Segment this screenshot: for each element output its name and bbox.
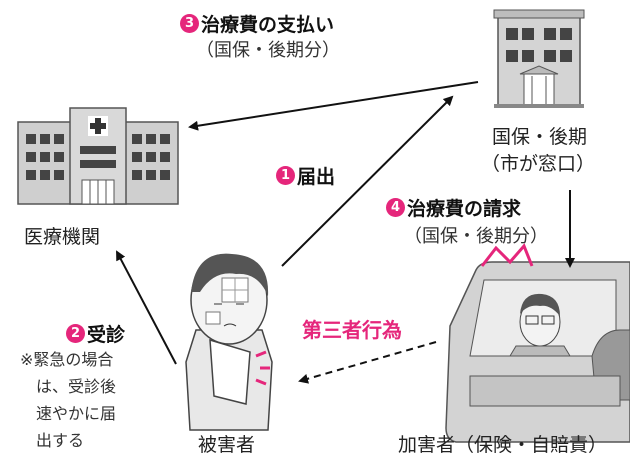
offender-label: 加害者（保険・自賠責） (398, 434, 608, 456)
step4-title: 4 治療費の請求 (386, 194, 521, 221)
emergency-note: ※緊急の場合 は、受診後 速やかに届 出する (20, 346, 116, 454)
note-line: ※緊急の場合 (20, 350, 114, 369)
note-line: 速やかに届 (36, 404, 117, 423)
hospital-label: 医療機関 (24, 226, 101, 248)
step3-sub: （国保・後期分） (196, 40, 340, 61)
victim-label: 被害者 (198, 434, 256, 456)
step1-label: 届出 (297, 166, 336, 188)
step4-sub: （国保・後期分） (404, 226, 548, 247)
hospital-icon (17, 107, 179, 205)
note-line: は、受診後 (36, 377, 117, 396)
insurer-label: 国保・後期 (492, 126, 588, 148)
arrow-payment (188, 81, 479, 131)
third-party-act-label: 第三者行為 (302, 318, 402, 342)
step3-number: 3 (180, 14, 199, 33)
offender-car-icon (445, 243, 630, 443)
step4-label: 治療費の請求 (407, 198, 522, 220)
step4-number: 4 (386, 198, 405, 217)
arrow-third-party-act (298, 341, 437, 384)
city-office-icon (493, 9, 585, 108)
note-line: 出する (36, 431, 85, 450)
arrow-visit (116, 250, 177, 365)
step1-title: 1 届出 (276, 162, 335, 189)
step2-title: 2 受診 (66, 320, 125, 347)
arrow-notification (281, 95, 454, 267)
step3-label: 治療費の支払い (201, 14, 335, 36)
step3-title: 3 治療費の支払い (180, 10, 334, 37)
victim-icon (185, 253, 273, 431)
step1-number: 1 (276, 166, 295, 185)
insurer-sublabel: （市が窓口） (481, 153, 596, 175)
step2-number: 2 (66, 324, 85, 343)
step2-label: 受診 (87, 324, 126, 346)
